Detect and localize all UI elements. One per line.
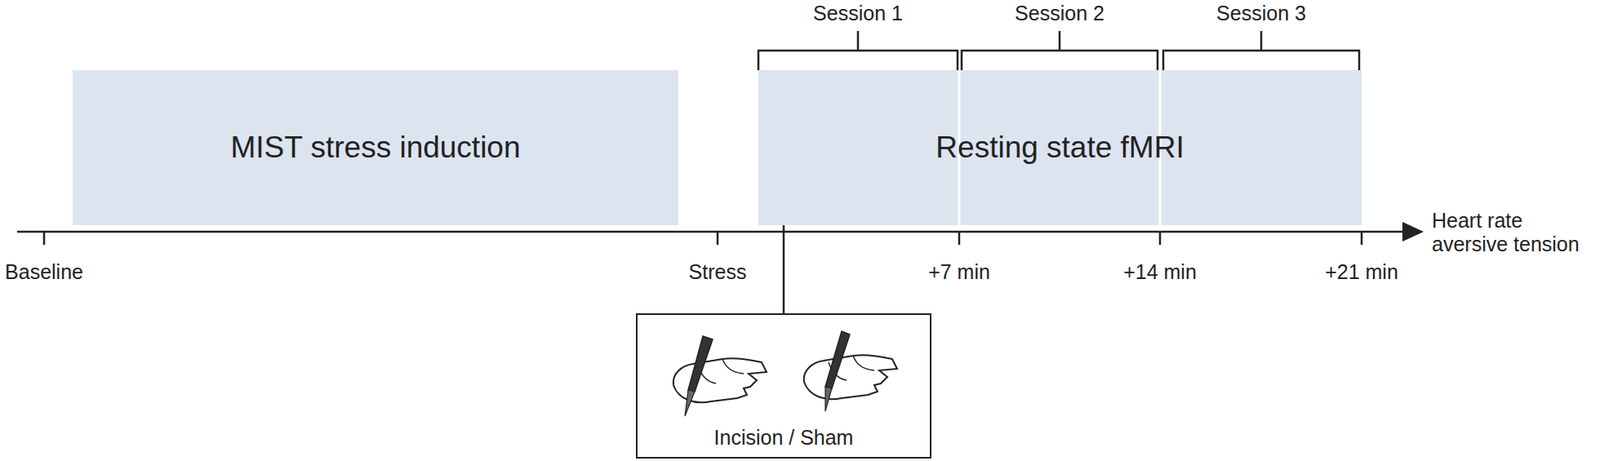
node-label: Incision / Sham bbox=[714, 426, 854, 450]
axis-tick bbox=[958, 231, 961, 245]
measure-label: Heart rate aversive tension bbox=[1431, 208, 1596, 257]
time-point-label: +7 min bbox=[928, 260, 991, 285]
session-bracket bbox=[1163, 31, 1360, 71]
scalpel-hands bbox=[673, 331, 898, 417]
stress-task-block: MIST stress induction bbox=[72, 70, 679, 226]
time-point-label: Baseline bbox=[4, 260, 84, 285]
node-label: Resting state fMRI bbox=[935, 131, 1184, 165]
hand-scalpel-icon bbox=[673, 336, 767, 417]
connector-line bbox=[782, 225, 786, 314]
resting-state-block: Resting state fMRI bbox=[758, 70, 1362, 226]
axis-arrowhead bbox=[1402, 222, 1424, 242]
connectors bbox=[783, 225, 785, 314]
axis-ticks bbox=[44, 231, 1362, 245]
axis-tick bbox=[43, 231, 46, 245]
node-label: MIST stress induction bbox=[230, 131, 520, 165]
session-label: Session 3 bbox=[1216, 1, 1307, 26]
session-brackets bbox=[758, 31, 1360, 71]
session-bracket bbox=[961, 31, 1158, 71]
time-point-label: +21 min bbox=[1324, 260, 1399, 285]
session-label: Session 2 bbox=[1014, 1, 1105, 26]
session-bracket bbox=[758, 31, 958, 71]
time-point-label: Stress bbox=[688, 260, 747, 285]
axis-tick bbox=[1159, 231, 1162, 245]
resting-state-band bbox=[758, 70, 1362, 226]
hand-scalpel-icon bbox=[804, 331, 898, 412]
axis-tick bbox=[716, 231, 720, 245]
time-axis bbox=[17, 222, 1424, 245]
axis-tick bbox=[1360, 231, 1364, 245]
time-point-label: +14 min bbox=[1123, 260, 1197, 285]
incision-box: Incision / Sham bbox=[635, 313, 932, 459]
session-label: Session 1 bbox=[813, 1, 903, 26]
axis-line bbox=[17, 231, 1406, 234]
